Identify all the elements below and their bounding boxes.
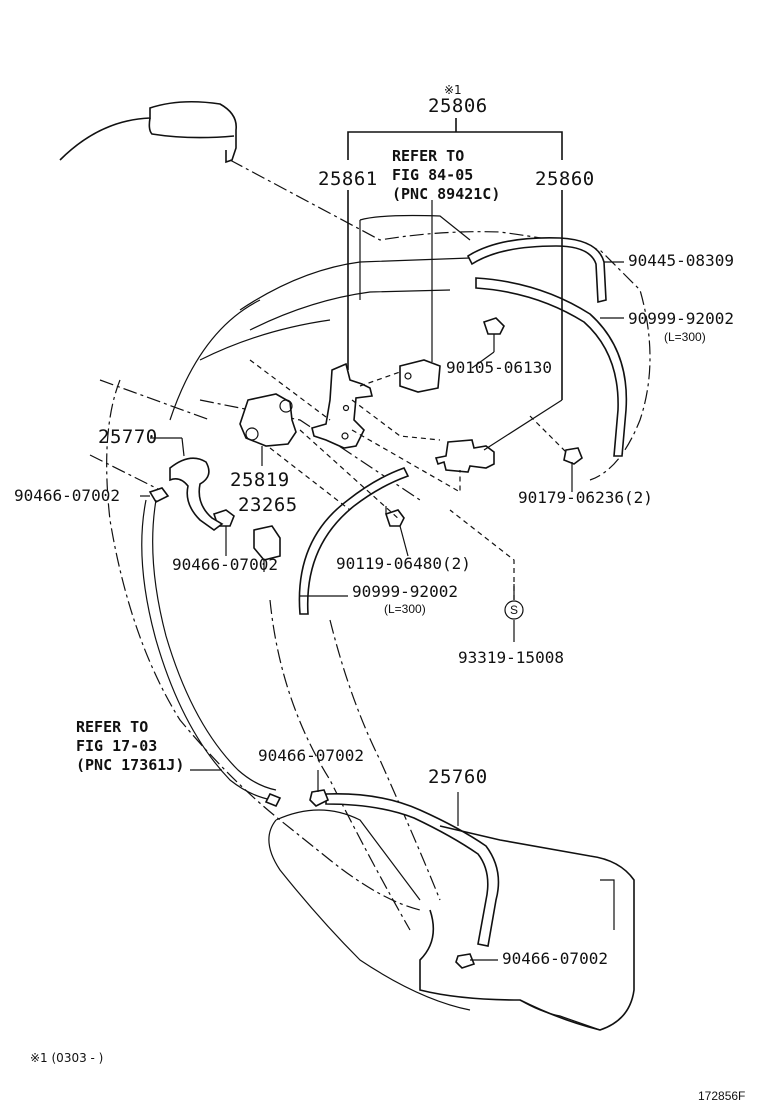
footnote: ※1 (0303 - ) bbox=[30, 1051, 104, 1065]
hose-90999-mid bbox=[298, 467, 410, 615]
callout-25770: 25770 bbox=[98, 426, 158, 448]
note-mark: ※1 bbox=[444, 83, 462, 97]
callout-90999-92002-top: 90999-92002 bbox=[628, 309, 734, 328]
callout-93319-15008: 93319-15008 bbox=[458, 648, 564, 667]
callout-25861: 25861 bbox=[318, 168, 378, 190]
dashed-guides bbox=[249, 359, 567, 600]
length-note-mid: (L=300) bbox=[384, 602, 426, 616]
valve-23265 bbox=[253, 525, 281, 561]
figure-id: 172856F bbox=[698, 1089, 746, 1103]
hose-25770 bbox=[169, 457, 224, 531]
engine-outline bbox=[229, 159, 651, 481]
bolt-top bbox=[482, 317, 505, 335]
callout-90466-07002-a: 90466-07002 bbox=[14, 486, 120, 505]
callout-90999-92002-mid: 90999-92002 bbox=[352, 582, 458, 601]
hose-90999-top bbox=[475, 277, 628, 457]
clamp-90466-c bbox=[309, 789, 330, 807]
callout-90179-06236: 90179-06236(2) bbox=[518, 488, 653, 507]
clamp-90466-d bbox=[455, 953, 476, 969]
bolt-90119 bbox=[384, 509, 405, 527]
vsv-25860 bbox=[434, 439, 495, 473]
callout-90466-07002-c: 90466-07002 bbox=[258, 746, 364, 765]
reservoir-tank bbox=[59, 100, 237, 164]
length-note-top: (L=300) bbox=[664, 330, 706, 344]
tube-left bbox=[141, 499, 273, 801]
hose-25760 bbox=[325, 793, 500, 947]
canister bbox=[419, 825, 635, 1031]
bracket-25861 bbox=[311, 362, 373, 449]
refer-note-top: REFER TO FIG 84-05 (PNC 89421C) bbox=[392, 147, 501, 203]
refer-note-left: REFER TO FIG 17-03 (PNC 17361J) bbox=[76, 718, 185, 774]
callout-90466-07002-d: 90466-07002 bbox=[502, 949, 608, 968]
callout-90466-07002-b: 90466-07002 bbox=[172, 555, 278, 574]
callout-90105-06130: 90105-06130 bbox=[446, 358, 552, 377]
callout-25760: 25760 bbox=[428, 766, 488, 788]
hose-90445 bbox=[466, 237, 607, 304]
nut-90179 bbox=[563, 447, 583, 465]
sensor-90105 bbox=[399, 359, 441, 393]
callout-90445-08309: 90445-08309 bbox=[628, 251, 734, 270]
s-symbol: S bbox=[510, 603, 519, 617]
callout-23265: 23265 bbox=[238, 494, 298, 516]
s-circle bbox=[504, 600, 524, 620]
callout-25819: 25819 bbox=[230, 469, 290, 491]
leader-25806 bbox=[347, 118, 563, 160]
callout-90119-06480: 90119-06480(2) bbox=[336, 554, 471, 573]
callout-25860: 25860 bbox=[535, 168, 595, 190]
vsv-25819 bbox=[239, 393, 297, 447]
callout-25806: 25806 bbox=[428, 95, 488, 117]
engine-outline-lower bbox=[106, 379, 421, 911]
